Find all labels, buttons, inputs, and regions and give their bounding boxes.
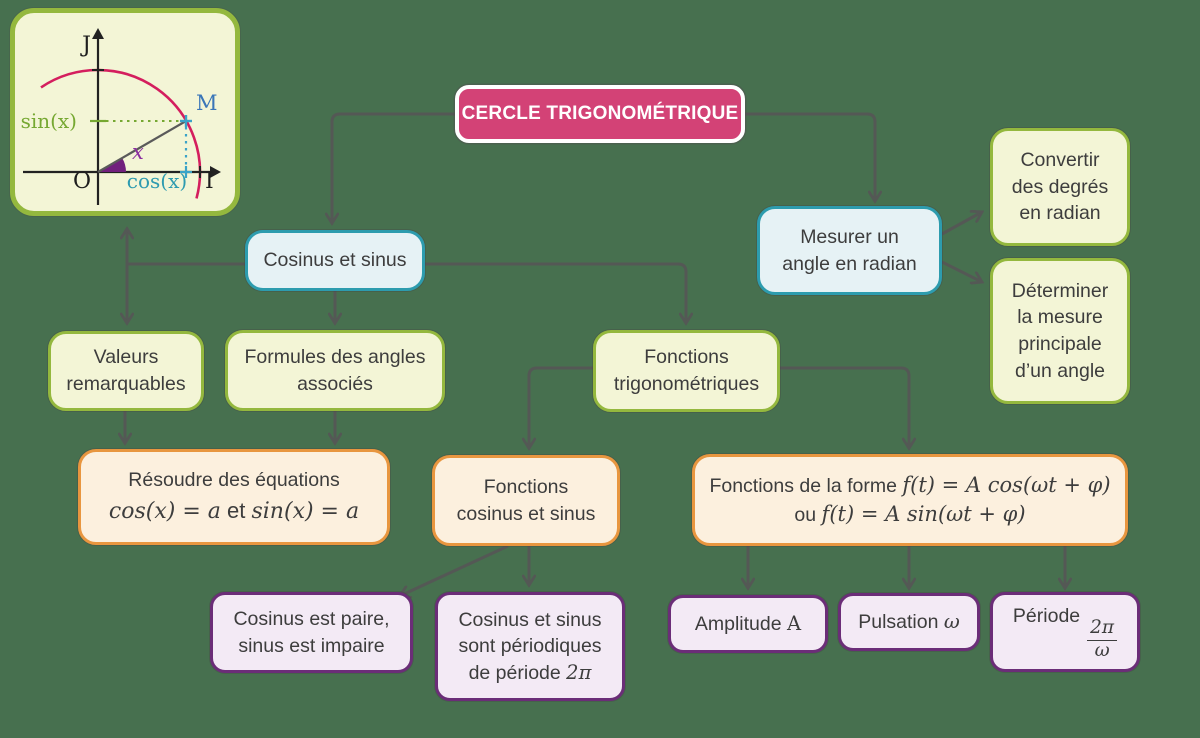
node-convertir-degres: Convertir des degrés en radian (990, 128, 1130, 246)
node-text: Fonctions (483, 475, 569, 498)
arrow-title-to-mesurer (745, 112, 875, 199)
node-text: en radian (1019, 202, 1101, 225)
node-text: sinus est impaire (238, 634, 385, 657)
node-text: Formules des angles (244, 345, 426, 368)
node-text: cosinus et sinus (456, 502, 596, 525)
node-text: ou f(t) = A sin(ωt + φ) (794, 500, 1025, 529)
node-text: Convertir (1020, 149, 1100, 172)
label-i: I (205, 169, 214, 194)
node-text: sont périodiques (458, 635, 602, 658)
node-cosinus-paire: Cosinus est paire, sinus est impaire (210, 592, 413, 673)
node-text: Déterminer (1011, 279, 1109, 302)
node-text: Cosinus et sinus (458, 608, 602, 631)
radius-line (97, 120, 187, 173)
node-text: Résoudre des équations (128, 469, 340, 492)
pulsation-symbol: ω (943, 609, 960, 633)
node-text: Cosinus et sinus (263, 249, 407, 272)
node-text: Fonctions (644, 346, 729, 369)
circle-arc (40, 68, 202, 199)
label-o: O (73, 169, 91, 194)
y-axis-arrowhead (92, 28, 104, 39)
cos-axis-marker (180, 166, 192, 178)
node-text: associés (297, 372, 373, 395)
node-fonctions-forme: Fonctions de la forme f(t) = A cos(ωt + … (692, 454, 1128, 546)
label-cos: cos(x) (127, 169, 187, 193)
conjunction-text: et (227, 497, 246, 523)
node-text: Mesurer un (800, 225, 899, 248)
arrow-mesurer-to-convertir (941, 213, 980, 236)
node-cosinus-et-sinus: Cosinus et sinus (245, 230, 425, 291)
forme-ou: ou (794, 504, 817, 526)
node-text: de période 2π (469, 660, 592, 687)
forme-prefix: Fonctions de la forme (709, 475, 897, 498)
node-valeurs-remarquables: Valeurs remarquables (48, 331, 204, 411)
node-formula: cos(x) = a et sin(x) = a (109, 496, 359, 527)
unit-circle-drawing: J O I M sin(x) cos(x) x (21, 28, 221, 205)
node-formules-angles-associes: Formules des angles associés (225, 330, 445, 411)
node-fonctions-cosinus-sinus: Fonctions cosinus et sinus (432, 455, 620, 546)
node-text: trigonométriques (613, 373, 760, 395)
node-text: angle en radian (782, 252, 917, 275)
x-axis-arrowhead (210, 166, 221, 178)
node-determiner-mesure: Déterminer la mesure principale d’un ang… (990, 258, 1130, 404)
pulsation-label: Pulsation (858, 610, 939, 633)
node-text: remarquables (66, 373, 186, 395)
title-text: CERCLE TRIGONOMÉTRIQUE (461, 103, 739, 125)
arrow-cosinus-to-trigo (425, 262, 686, 321)
formula-cos: cos(x) = a (108, 498, 221, 524)
label-angle-x: x (132, 140, 144, 164)
arrow-title-to-cosinus (332, 112, 455, 221)
node-text: Fonctions de la forme f(t) = A cos(ωt + … (709, 471, 1110, 500)
periodiques-prefix: de période (468, 661, 561, 684)
node-fonctions-trigonometriques: Fonctions trigonométriques (593, 330, 780, 412)
arrow-trigo-to-fonctions-cos-sin (529, 366, 593, 446)
fraction-denominator: ω (1094, 639, 1110, 661)
node-text: la mesure (1017, 306, 1103, 329)
periodiques-2pi: 2π (566, 660, 592, 684)
forme-formula-cos: f(t) = A cos(ωt + φ) (902, 473, 1111, 498)
periode-label: Période (1012, 604, 1081, 627)
unit-circle-figure: J O I M sin(x) cos(x) x (10, 8, 240, 216)
formula-sin: sin(x) = a (251, 498, 360, 524)
node-pulsation: Pulsation ω (838, 593, 980, 651)
arrow-fcs-to-paire (402, 544, 509, 595)
node-text: d’un angle (1015, 359, 1105, 382)
forme-formula-sin: f(t) = A sin(ωt + φ) (821, 502, 1026, 526)
label-j: J (80, 33, 91, 58)
arrow-trigo-to-forme (780, 366, 909, 446)
point-m-marker (180, 115, 192, 127)
node-resoudre-equations: Résoudre des équations cos(x) = a et sin… (78, 449, 390, 545)
node-text: Cosinus est paire, (233, 607, 390, 630)
node-text: Valeurs (93, 346, 159, 369)
label-sin: sin(x) (21, 109, 77, 133)
node-text: principale (1018, 333, 1102, 355)
node-mesurer-angle-radian: Mesurer un angle en radian (757, 206, 942, 295)
node-text: Amplitude A (695, 611, 801, 638)
node-text: des degrés (1011, 175, 1109, 198)
amplitude-label: Amplitude (694, 612, 782, 635)
node-periodiques: Cosinus et sinus sont périodiques de pér… (435, 592, 625, 701)
node-text: Pulsation ω (858, 609, 960, 636)
label-m: M (196, 91, 218, 115)
amplitude-symbol: A (787, 611, 802, 635)
fraction-numerator: 2π (1087, 617, 1118, 641)
arrow-mesurer-to-determiner (941, 260, 980, 281)
node-amplitude: Amplitude A (668, 595, 828, 653)
node-title: CERCLE TRIGONOMÉTRIQUE (455, 85, 745, 143)
